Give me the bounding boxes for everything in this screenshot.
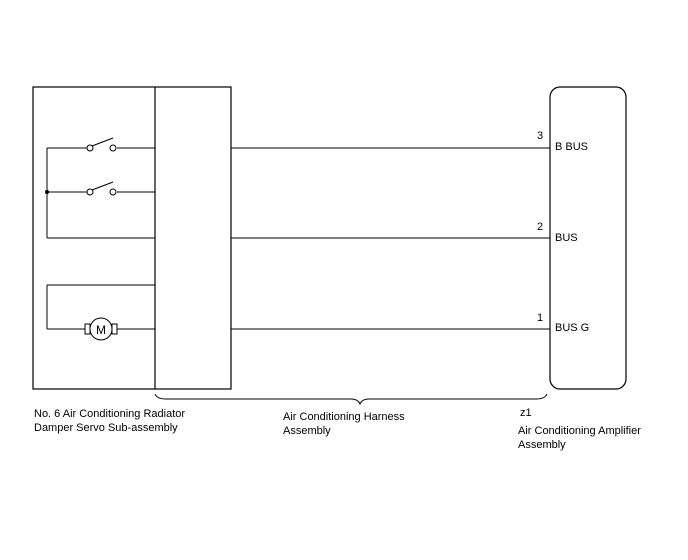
switch-icon [86, 181, 117, 196]
motor-icon [84, 317, 118, 341]
pin-name: BUS [555, 232, 578, 244]
harness-brace [154, 393, 548, 406]
junction-dot [45, 190, 49, 194]
amplifier-label-line1: Air Conditioning Amplifier [518, 425, 641, 437]
amplifier-label-line2: Assembly [518, 439, 566, 451]
harness-label-line1: Air Conditioning Harness [283, 411, 405, 423]
pin-number: 1 [537, 312, 543, 324]
motor-circuit [46, 284, 155, 330]
harness-wires [231, 147, 550, 330]
connector-code: z1 [520, 407, 532, 419]
servo-label-line2: Damper Servo Sub-assembly [34, 422, 178, 434]
switch-icon [86, 137, 117, 152]
pin-name: BUS G [555, 322, 589, 334]
motor-symbol: M [96, 323, 106, 337]
pin-number: 3 [537, 130, 543, 142]
pin-name: B BUS [555, 141, 588, 153]
switch-circuit [46, 147, 155, 239]
servo-label-line1: No. 6 Air Conditioning Radiator [34, 408, 186, 420]
pin-number: 2 [537, 221, 543, 233]
harness-label-line2: Assembly [283, 425, 331, 437]
